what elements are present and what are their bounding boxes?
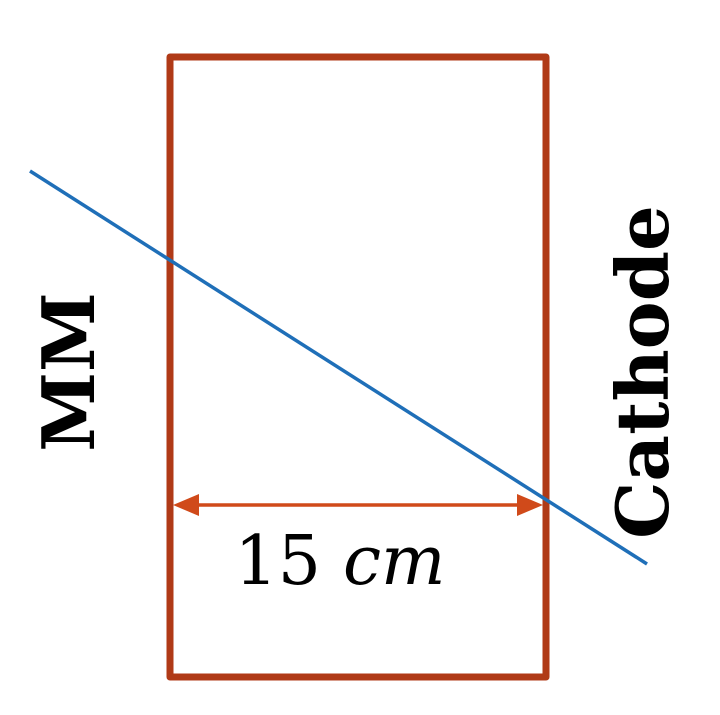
dimension-label: 15 cm bbox=[234, 522, 445, 601]
dimension-arrow-right-head bbox=[517, 494, 543, 516]
dimension-unit: cm bbox=[343, 522, 446, 601]
cathode-label: Cathode bbox=[600, 205, 685, 539]
mm-label: MM bbox=[26, 292, 111, 451]
dimension-arrow-left-head bbox=[173, 494, 199, 516]
dimension-arrow bbox=[173, 494, 543, 516]
particle-track-line bbox=[29, 169, 648, 566]
dimension-value: 15 bbox=[234, 522, 321, 601]
drift-volume-box bbox=[166, 53, 550, 681]
